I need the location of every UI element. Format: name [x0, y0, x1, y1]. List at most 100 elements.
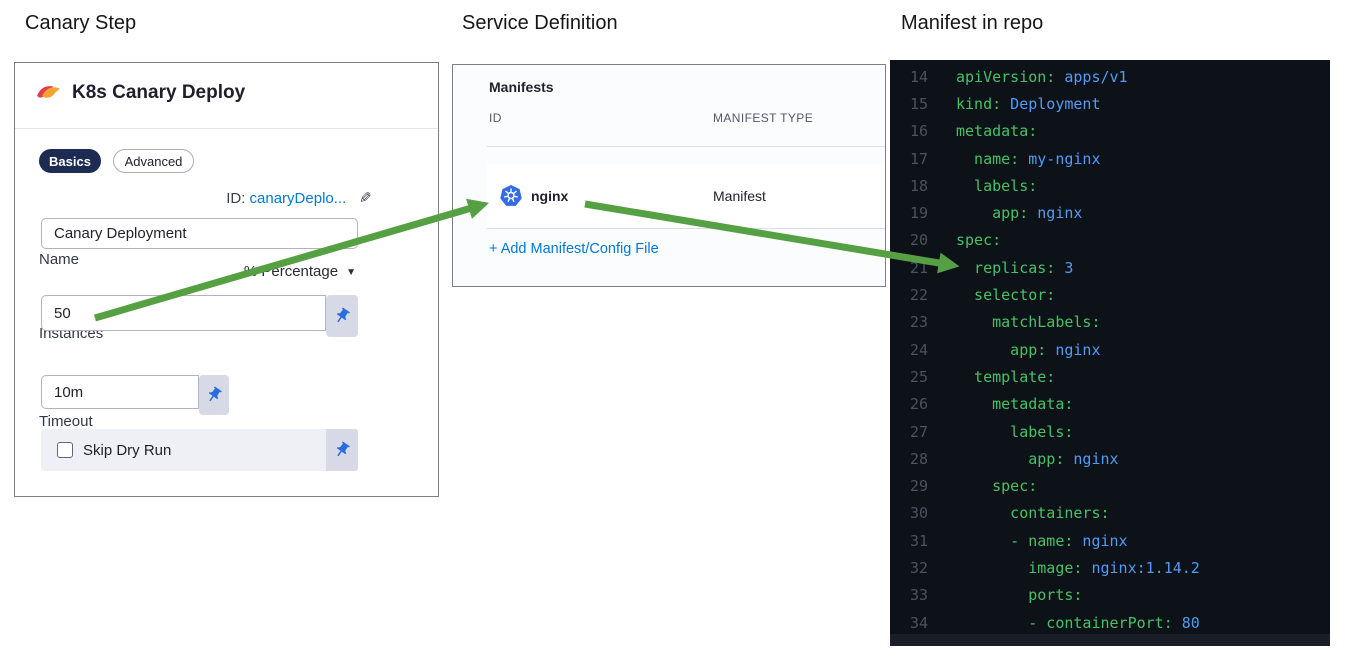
code-line-27: 27 labels: — [890, 418, 1330, 445]
code-text: - name: nginx — [956, 531, 1128, 550]
code-line-32: 32 image: nginx:1.14.2 — [890, 554, 1330, 581]
code-text: metadata: — [956, 122, 1038, 141]
table-header-divider — [487, 146, 885, 147]
timeout-input[interactable]: 10m — [41, 375, 199, 409]
id-label: ID: — [226, 190, 246, 207]
step-header: K8s Canary Deploy — [35, 81, 245, 104]
timeout-pin-button[interactable] — [199, 375, 229, 415]
line-number: 34 — [909, 613, 928, 632]
line-number: 14 — [909, 67, 928, 86]
service-definition-panel: Manifests ID MANIFEST TYPE nginx Manifes… — [452, 64, 886, 287]
instances-input[interactable]: 50 — [41, 295, 326, 331]
name-label: Name — [39, 251, 80, 268]
manifest-row-type: Manifest — [713, 188, 766, 204]
code-text: - containerPort: 80 — [956, 613, 1200, 632]
code-text: matchLabels: — [956, 313, 1101, 332]
line-number: 19 — [909, 204, 928, 223]
line-number: 17 — [909, 149, 928, 168]
line-number: 25 — [909, 367, 928, 386]
code-line-30: 30 containers: — [890, 500, 1330, 527]
line-number: 29 — [909, 477, 928, 496]
editor-footer-bar — [890, 634, 1330, 646]
line-number: 15 — [909, 94, 928, 113]
line-number: 28 — [909, 449, 928, 468]
skip-dry-run-checkbox[interactable] — [57, 442, 73, 458]
code-text: image: nginx:1.14.2 — [956, 558, 1200, 577]
caret-down-icon: ▼ — [346, 267, 356, 278]
code-line-15: 15 kind: Deployment — [890, 90, 1330, 117]
column-header-id: ID — [489, 111, 502, 125]
code-text: kind: Deployment — [956, 94, 1101, 113]
timeout-input-value: 10m — [54, 383, 84, 401]
section-title-manifest-in-repo: Manifest in repo — [901, 12, 1044, 34]
code-text: app: nginx — [956, 204, 1083, 223]
code-line-26: 26 metadata: — [890, 391, 1330, 418]
code-text: app: nginx — [956, 449, 1119, 468]
line-number: 21 — [909, 258, 928, 277]
section-title-canary-step: Canary Step — [25, 12, 137, 34]
code-line-17: 17 name: my-nginx — [890, 145, 1330, 172]
name-input-value: Canary Deployment — [54, 225, 187, 242]
instances-pin-button[interactable] — [326, 295, 358, 337]
code-line-16: 16 metadata: — [890, 118, 1330, 145]
manifest-row-id: nginx — [531, 188, 569, 204]
line-number: 30 — [909, 504, 928, 523]
code-text: selector: — [956, 286, 1056, 305]
tab-basics[interactable]: Basics — [39, 149, 101, 173]
step-title: K8s Canary Deploy — [72, 81, 246, 103]
skip-dry-run-label: Skip Dry Run — [83, 441, 172, 459]
code-text: ports: — [956, 586, 1083, 605]
code-line-34: 34 - containerPort: 80 — [890, 609, 1330, 636]
manifest-table-row[interactable]: nginx Manifest — [487, 164, 885, 228]
line-number: 33 — [909, 586, 928, 605]
line-number: 16 — [909, 122, 928, 141]
code-line-22: 22 selector: — [890, 281, 1330, 308]
id-value-link[interactable]: canaryDeplo... — [249, 190, 347, 207]
add-manifest-link[interactable]: + Add Manifest/Config File — [489, 241, 659, 257]
code-line-24: 24 app: nginx — [890, 336, 1330, 363]
instances-unit-dropdown[interactable]: % Percentage ▼ — [244, 263, 356, 280]
code-text: name: my-nginx — [956, 149, 1101, 168]
tab-advanced[interactable]: Advanced — [113, 149, 194, 173]
code-text: apiVersion: apps/v1 — [956, 67, 1128, 86]
code-line-18: 18 labels: — [890, 172, 1330, 199]
line-number: 24 — [909, 340, 928, 359]
table-row-divider — [487, 228, 885, 229]
unit-dropdown-value: % Percentage — [243, 263, 339, 280]
step-id-group: ID: canaryDeplo... ✎ — [226, 189, 372, 207]
code-text: template: — [956, 367, 1056, 386]
line-number: 27 — [909, 422, 928, 441]
code-text: metadata: — [956, 395, 1074, 414]
code-line-33: 33 ports: — [890, 582, 1330, 609]
pin-icon — [336, 441, 350, 457]
code-line-31: 31 - name: nginx — [890, 527, 1330, 554]
line-number: 31 — [909, 531, 928, 550]
canary-bird-icon — [37, 86, 60, 98]
manifests-title: Manifests — [489, 79, 554, 95]
pin-icon — [208, 386, 222, 402]
code-text: labels: — [956, 176, 1038, 195]
code-text: spec: — [956, 231, 1002, 250]
code-line-25: 25 template: — [890, 363, 1330, 390]
code-text: app: nginx — [956, 340, 1101, 359]
edit-pencil-icon[interactable]: ✎ — [359, 190, 372, 207]
column-header-manifest-type: MANIFEST TYPE — [713, 111, 814, 125]
code-text: spec: — [956, 477, 1038, 496]
code-line-14: 14 apiVersion: apps/v1 — [890, 63, 1330, 90]
instances-input-value: 50 — [54, 304, 71, 322]
kubernetes-icon — [500, 185, 522, 206]
line-number: 32 — [909, 558, 928, 577]
code-line-29: 29 spec: — [890, 472, 1330, 499]
skip-dry-run-pin-button[interactable] — [326, 429, 358, 471]
code-text: replicas: 3 — [956, 258, 1074, 277]
header-divider — [15, 128, 438, 129]
canary-step-panel: K8s Canary Deploy Basics Advanced Name I… — [14, 62, 439, 497]
code-line-19: 19 app: nginx — [890, 199, 1330, 226]
section-title-service-definition: Service Definition — [462, 12, 618, 34]
name-input[interactable]: Canary Deployment — [41, 218, 358, 249]
line-number: 23 — [909, 313, 928, 332]
pin-icon — [336, 307, 350, 323]
code-text: labels: — [956, 422, 1074, 441]
